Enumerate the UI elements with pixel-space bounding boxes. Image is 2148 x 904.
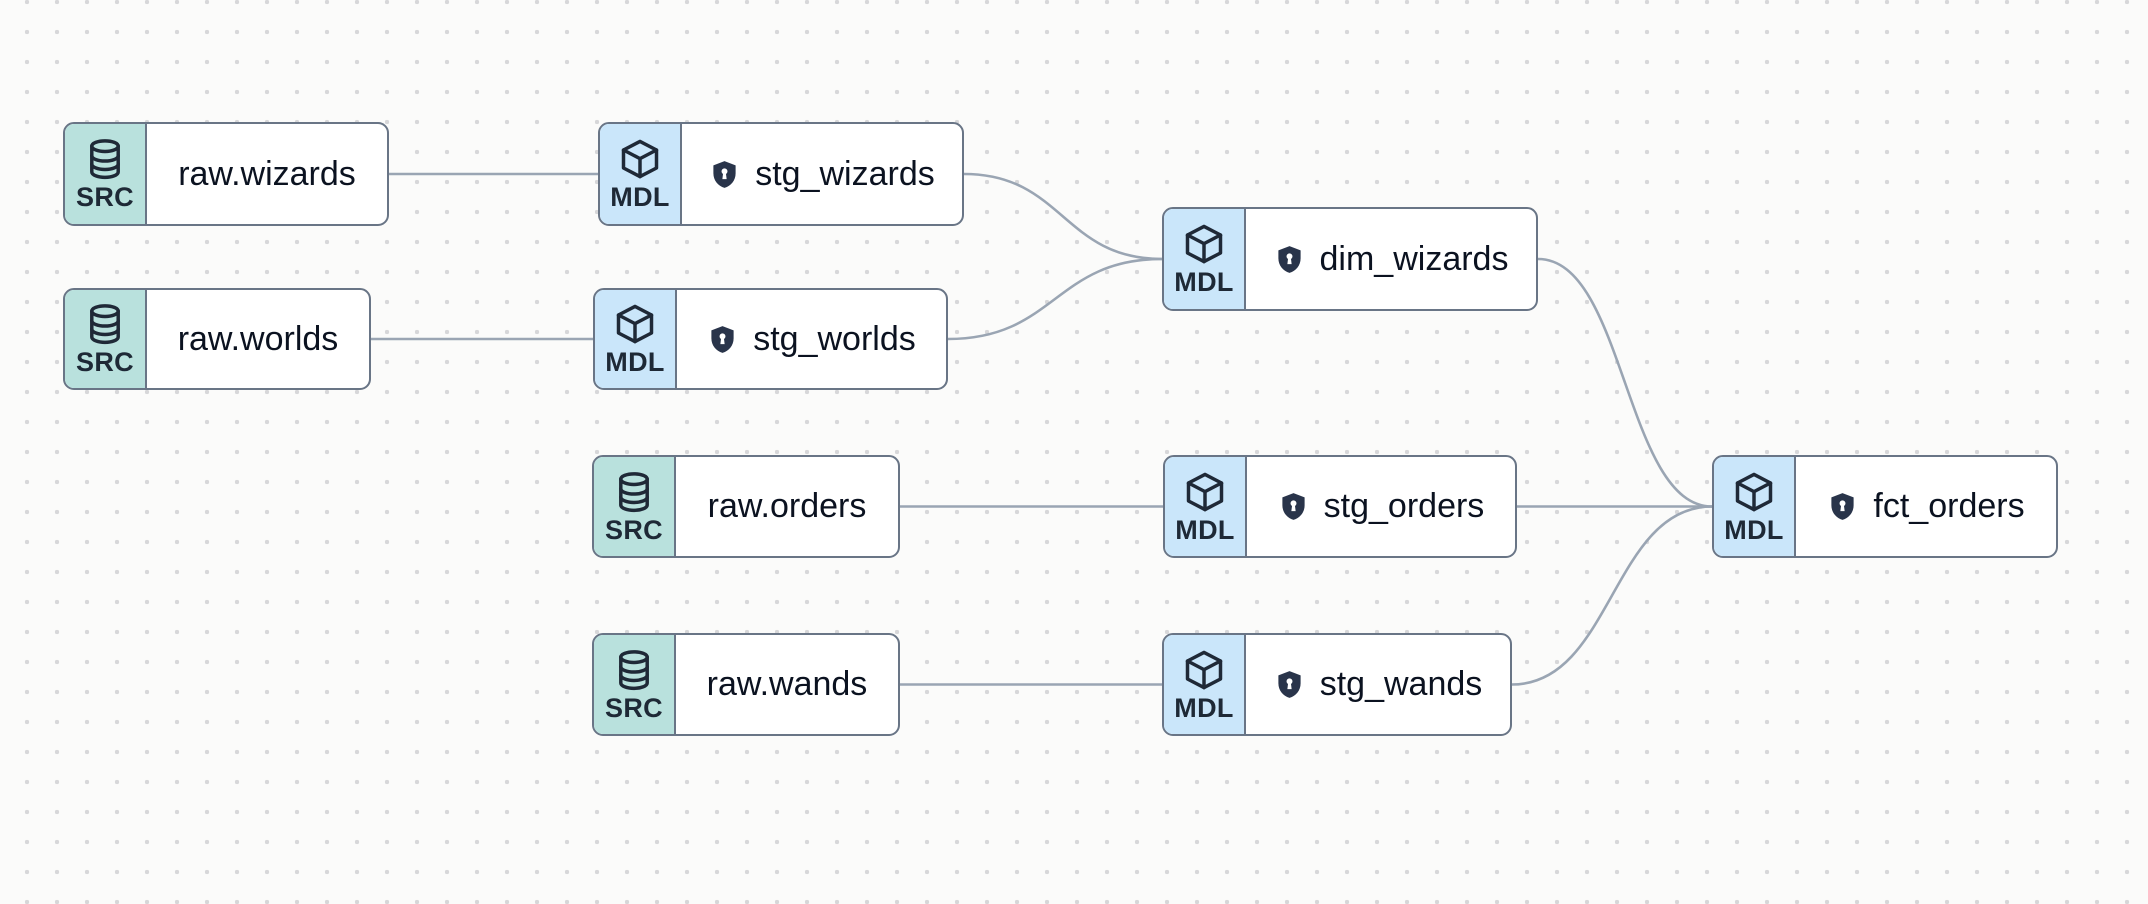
node-type-label: MDL [1724, 514, 1784, 545]
node-body: fct_orders [1796, 457, 2056, 556]
cube-icon [613, 302, 657, 346]
node-type-badge: SRC [594, 457, 676, 556]
shield-lock-icon [1274, 244, 1305, 275]
shield-lock-icon [1278, 491, 1309, 522]
node-type-badge: SRC [65, 124, 147, 224]
shield-lock-icon [707, 324, 738, 355]
node-raw_wizards[interactable]: SRC raw.wizards [63, 122, 389, 226]
node-type-label: MDL [605, 347, 665, 377]
database-icon [83, 137, 127, 181]
node-type-badge: MDL [1714, 457, 1796, 556]
node-label: raw.worlds [177, 319, 339, 358]
node-body: raw.wands [676, 635, 898, 734]
cube-icon [1183, 470, 1227, 514]
node-body: stg_wizards [682, 124, 962, 224]
node-label: stg_wands [1319, 665, 1483, 703]
node-body: stg_orders [1247, 457, 1515, 556]
node-stg_wizards[interactable]: MDL stg_wizards [598, 122, 964, 226]
cube-icon [1732, 470, 1776, 514]
node-type-label: SRC [605, 514, 663, 545]
database-icon [83, 302, 127, 346]
cube-icon [618, 137, 662, 181]
node-type-label: SRC [76, 182, 134, 212]
node-type-label: MDL [1174, 267, 1234, 297]
node-type-badge: MDL [600, 124, 682, 224]
cube-icon [1182, 648, 1226, 692]
node-type-badge: SRC [65, 290, 147, 388]
node-body: raw.orders [676, 457, 898, 556]
node-stg_wands[interactable]: MDL stg_wands [1162, 633, 1512, 736]
shield-lock-icon [1827, 491, 1858, 522]
node-label: dim_wizards [1319, 239, 1509, 278]
node-body: raw.wizards [147, 124, 387, 224]
node-raw_worlds[interactable]: SRC raw.worlds [63, 288, 371, 390]
cube-icon [1182, 222, 1226, 266]
node-stg_orders[interactable]: MDL stg_orders [1163, 455, 1517, 558]
node-body: raw.worlds [147, 290, 369, 388]
node-type-label: MDL [1175, 514, 1235, 545]
node-body: stg_wands [1246, 635, 1510, 734]
node-type-badge: MDL [1164, 209, 1246, 309]
node-label: fct_orders [1873, 487, 2025, 525]
node-stg_worlds[interactable]: MDL stg_worlds [593, 288, 948, 390]
node-label: stg_wizards [755, 154, 935, 193]
node-type-label: MDL [610, 182, 670, 212]
node-dim_wizards[interactable]: MDL dim_wizards [1162, 207, 1538, 311]
node-label: stg_orders [1323, 487, 1485, 525]
database-icon [612, 470, 656, 514]
node-label: raw.orders [707, 487, 867, 525]
database-icon [612, 648, 656, 692]
shield-lock-icon [709, 159, 740, 190]
node-type-badge: MDL [595, 290, 677, 388]
edge-dim_wizards-to-fct_orders [1537, 257, 1713, 508]
node-type-label: SRC [76, 347, 134, 377]
node-label: raw.wizards [178, 154, 356, 193]
node-type-badge: MDL [1164, 635, 1246, 734]
edge-stg_wands-to-fct_orders [1511, 505, 1713, 686]
node-body: dim_wizards [1246, 209, 1536, 309]
node-type-badge: SRC [594, 635, 676, 734]
edge-stg_worlds-to-dim_wizards [947, 257, 1163, 341]
node-raw_orders[interactable]: SRC raw.orders [592, 455, 900, 558]
node-type-label: MDL [1174, 692, 1234, 723]
node-type-label: SRC [605, 692, 663, 723]
node-label: raw.wands [706, 665, 868, 703]
node-label: stg_worlds [753, 319, 916, 358]
node-type-badge: MDL [1165, 457, 1247, 556]
edge-stg_wizards-to-dim_wizards [963, 172, 1163, 261]
node-raw_wands[interactable]: SRC raw.wands [592, 633, 900, 736]
node-body: stg_worlds [677, 290, 946, 388]
shield-lock-icon [1274, 669, 1305, 700]
node-fct_orders[interactable]: MDL fct_orders [1712, 455, 2058, 558]
